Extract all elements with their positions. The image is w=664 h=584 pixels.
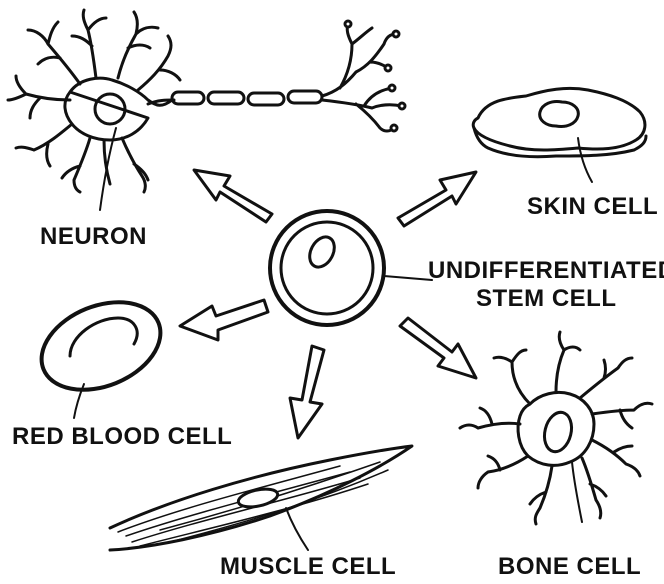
bone-cell-nucleus xyxy=(541,409,576,454)
muscle-cell-label: MUSCLE CELL xyxy=(220,553,396,580)
stem-cell-illustration xyxy=(270,211,432,325)
red-blood-cell-illustration xyxy=(29,286,174,418)
arrow-to-muscle-cell xyxy=(290,346,324,438)
stem-cell-nucleus xyxy=(305,233,339,272)
bone-cell-label: BONE CELL xyxy=(498,553,641,580)
muscle-cell-nucleus xyxy=(237,486,279,510)
arrow-to-red-blood-cell xyxy=(180,300,268,340)
bone-cell-illustration xyxy=(460,332,652,524)
arrow-to-bone-cell xyxy=(400,318,476,378)
neuron-label: NEURON xyxy=(40,223,147,250)
skin-cell-label: SKIN CELL xyxy=(527,193,658,220)
stem-cell-label-line2: STEM CELL xyxy=(476,285,617,312)
skin-cell-illustration xyxy=(473,88,646,182)
red-blood-cell-label: RED BLOOD CELL xyxy=(12,423,232,450)
stem-cell-label-line1: UNDIFFERENTIATED xyxy=(428,257,664,284)
arrow-to-neuron xyxy=(194,170,272,222)
skin-cell-nucleus xyxy=(540,101,579,126)
muscle-cell-illustration xyxy=(110,446,412,550)
arrow-to-skin-cell xyxy=(398,172,476,226)
